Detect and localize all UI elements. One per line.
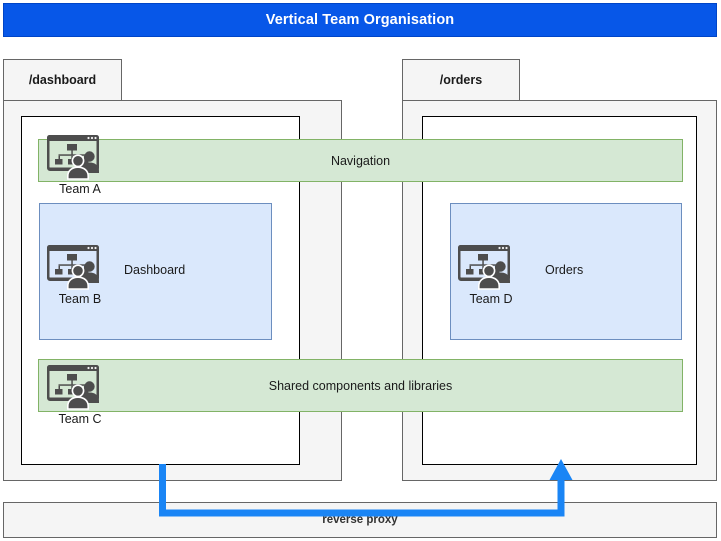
feature-label-orders: Orders [545, 263, 584, 277]
team-c-caption: Team C [58, 412, 102, 426]
reverse-proxy-bar: reverse proxy [3, 502, 717, 538]
team-d-caption: Team D [469, 292, 513, 306]
feature-label-dashboard: Dashboard [124, 263, 186, 277]
team-b: Team B [44, 243, 116, 306]
team-d: Team D [455, 243, 527, 306]
team-org-chart-icon [47, 245, 99, 290]
team-a-caption: Team A [59, 182, 101, 196]
route-tab-dashboard[interactable]: /dashboard [3, 59, 122, 101]
band-shared-components-label: Shared components and libraries [268, 378, 453, 393]
page-title: Vertical Team Organisation [265, 12, 455, 28]
team-org-chart-icon [458, 245, 510, 290]
route-tab-orders[interactable]: /orders [402, 59, 520, 101]
band-navigation-label: Navigation [330, 153, 391, 168]
diagram-title-bar: Vertical Team Organisation [3, 3, 717, 37]
reverse-proxy-label: reverse proxy [322, 514, 398, 526]
team-c: Team C [44, 363, 116, 426]
team-org-chart-icon [47, 365, 99, 410]
band-navigation: Navigation [38, 139, 683, 182]
team-org-chart-icon [47, 135, 99, 180]
team-b-caption: Team B [58, 292, 102, 306]
band-shared-components: Shared components and libraries [38, 359, 683, 412]
team-a: Team A [44, 133, 116, 196]
